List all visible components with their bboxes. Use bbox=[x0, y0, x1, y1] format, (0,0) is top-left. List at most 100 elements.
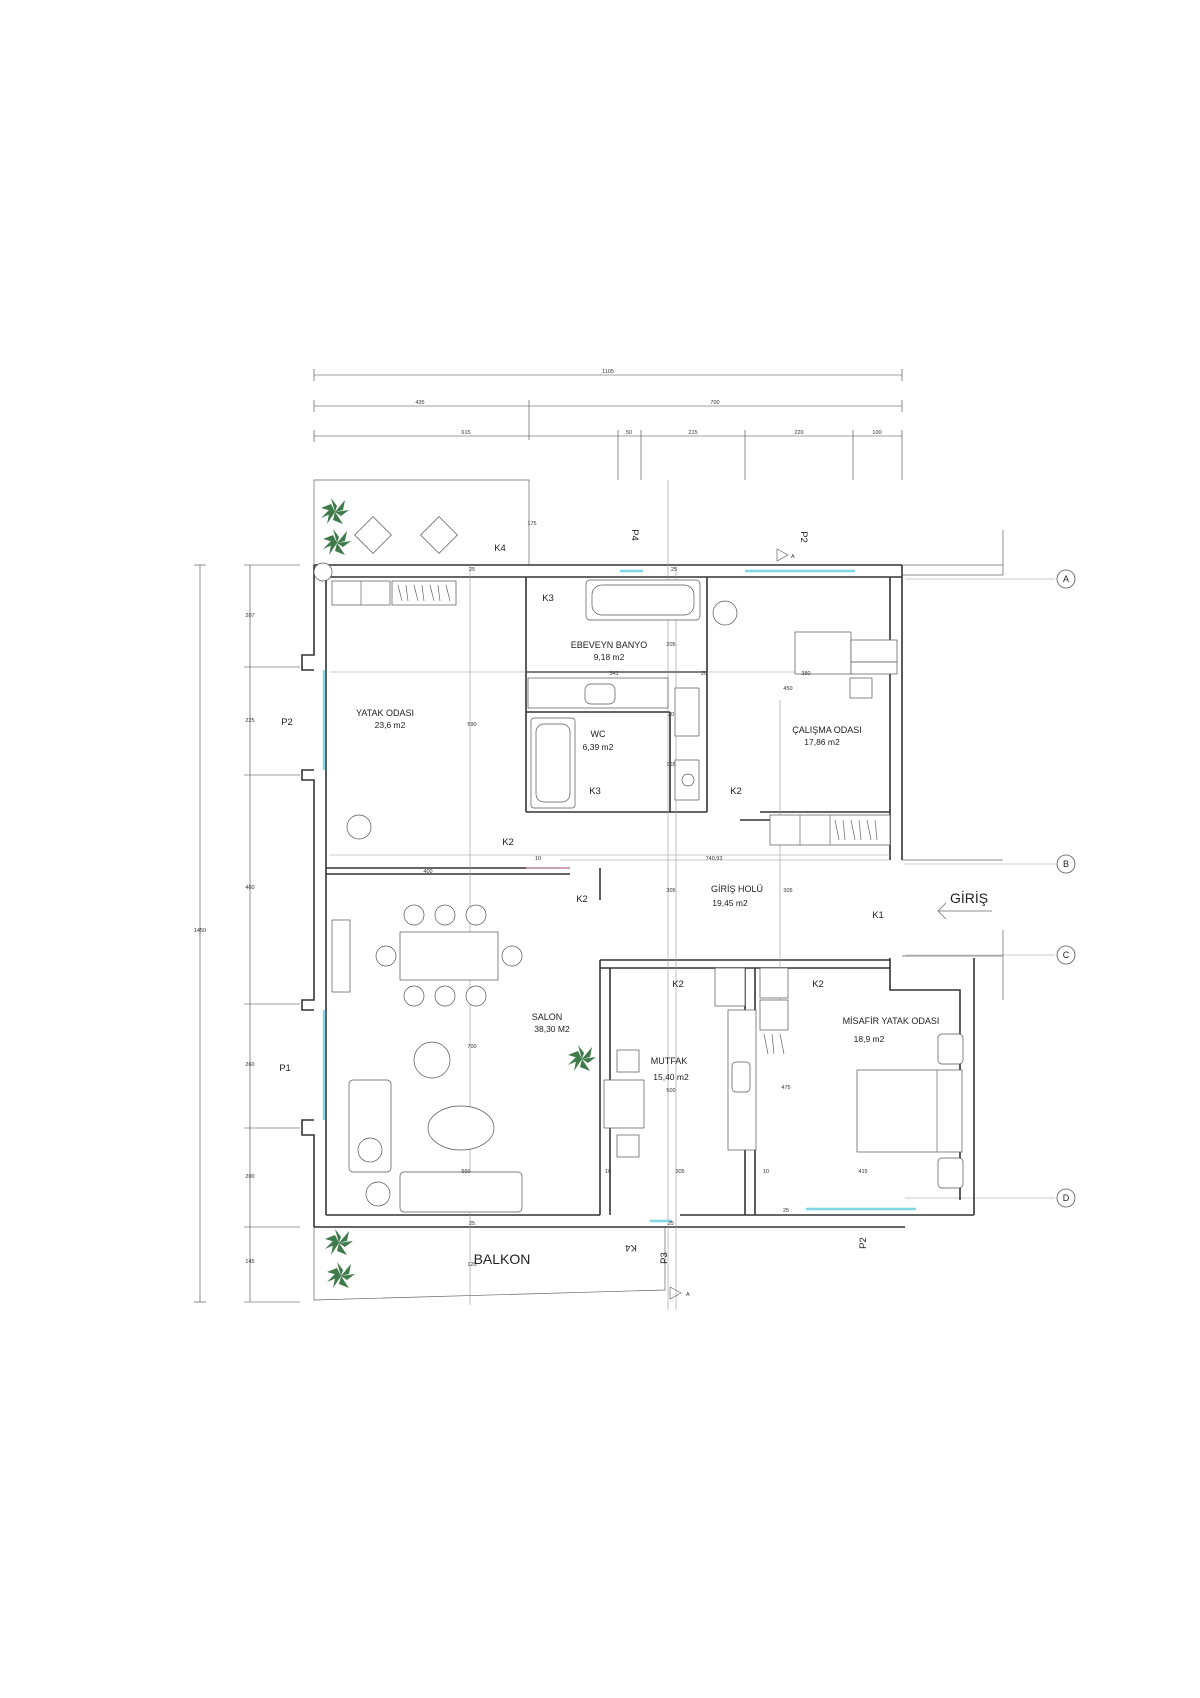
room-area-wc: 6,39 m2 bbox=[583, 742, 614, 752]
dim-475: 475 bbox=[781, 1085, 790, 1091]
dim-205: 205 bbox=[666, 642, 675, 648]
lounge-chair-right bbox=[420, 516, 458, 554]
sofa-bottom bbox=[399, 1171, 523, 1213]
dim-25-e: 25 bbox=[783, 1208, 789, 1214]
dim-20: 20 bbox=[701, 671, 707, 677]
dim-550: 550 bbox=[461, 1169, 470, 1175]
dim-100: 100 bbox=[872, 430, 881, 436]
dim-305-a: 305 bbox=[666, 888, 675, 894]
dim-341: 341 bbox=[609, 671, 618, 677]
dim-435: 435 bbox=[415, 400, 424, 406]
dim-25-c: 25 bbox=[469, 1221, 475, 1227]
grid-axes: A B C D bbox=[905, 569, 1076, 1208]
dim-overall-width: 1105 bbox=[602, 369, 614, 375]
kitchen-island bbox=[603, 1079, 645, 1129]
dim-500: 500 bbox=[666, 1088, 675, 1094]
kitchen-furniture bbox=[603, 967, 789, 1158]
plant-icon bbox=[321, 498, 349, 524]
grid-bubble-c bbox=[1056, 945, 1076, 965]
bedroom-furniture bbox=[313, 562, 457, 840]
room-name-hol: GİRİŞ HOLÜ bbox=[711, 884, 763, 894]
door-tag-k2-wc: K2 bbox=[730, 786, 742, 797]
room-area-yatak: 23,6 m2 bbox=[375, 720, 406, 730]
room-area-banyo: 9,18 m2 bbox=[594, 652, 625, 662]
study-furniture bbox=[712, 600, 898, 846]
interior-dimensions: 25 25 175 341 380 205 590 450 20 165 20 … bbox=[423, 521, 867, 1268]
dim-165: 165 bbox=[666, 762, 675, 768]
entrance-label: GİRİŞ bbox=[950, 889, 988, 906]
console bbox=[331, 919, 351, 993]
bathroom-fixtures bbox=[527, 579, 701, 809]
window-tag-p2-left: P2 bbox=[281, 717, 293, 728]
guest-room-furniture bbox=[856, 1033, 964, 1189]
dim-260: 260 bbox=[245, 1062, 254, 1068]
dim-145: 145 bbox=[245, 1259, 254, 1265]
study-desk bbox=[794, 631, 852, 675]
room-name-balkon: BALKON bbox=[474, 1251, 531, 1267]
dining-table bbox=[399, 931, 499, 981]
sink bbox=[584, 683, 616, 705]
dim-380: 380 bbox=[801, 671, 810, 677]
room-area-calisma: 17,86 m2 bbox=[804, 737, 840, 747]
room-name-calisma: ÇALIŞMA ODASI bbox=[792, 725, 862, 735]
room-area-misafir: 18,9 m2 bbox=[854, 1034, 885, 1044]
terrace-seating bbox=[354, 516, 458, 554]
grid-label-d: D bbox=[1063, 1193, 1070, 1203]
door-tag-k4-bottom: K4 bbox=[625, 1242, 637, 1253]
plant-icon bbox=[323, 529, 351, 555]
dim-20b: 20 bbox=[668, 712, 674, 718]
window-tag-p2-top: P2 bbox=[798, 531, 809, 543]
dim-10: 10 bbox=[535, 856, 541, 862]
room-name-salon: SALON bbox=[532, 1012, 563, 1022]
dim-25-d: 25 bbox=[668, 1221, 674, 1227]
room-labels: YATAK ODASI 23,6 m2 EBEVEYN BANYO 9,18 m… bbox=[356, 640, 939, 1267]
fridge bbox=[714, 967, 746, 1007]
dim-200: 200 bbox=[245, 1174, 254, 1180]
door-tag-k2-mutfak: K2 bbox=[672, 979, 684, 990]
door-tag-k3-wc: K3 bbox=[589, 786, 601, 797]
door-tag-k3-banyo: K3 bbox=[542, 593, 554, 604]
living-room-furniture bbox=[331, 904, 523, 1213]
armchair bbox=[413, 1041, 451, 1079]
kitchen-sink bbox=[731, 1061, 751, 1093]
windows bbox=[322, 569, 916, 1223]
dim-700-top: 700 bbox=[710, 400, 719, 406]
room-area-mutfak: 15,40 m2 bbox=[653, 1072, 689, 1082]
dim-10b: 10 bbox=[605, 1169, 611, 1175]
dim-305-b: 305 bbox=[783, 888, 792, 894]
plant-icon bbox=[325, 1229, 353, 1255]
dim-460: 460 bbox=[245, 885, 254, 891]
door-tag-k2-salon: K2 bbox=[576, 894, 588, 905]
dim-700: 700 bbox=[467, 1044, 476, 1050]
study-chair bbox=[849, 677, 873, 699]
window-tags: P4 P2 P2 P1 P3 P2 bbox=[279, 529, 869, 1264]
plant-icon bbox=[568, 1045, 596, 1071]
dim-175: 175 bbox=[527, 521, 536, 527]
wc-toilet bbox=[674, 687, 700, 737]
room-name-yatak: YATAK ODASI bbox=[356, 708, 414, 718]
dim-overall-height: 1450 bbox=[194, 928, 206, 934]
kitchen-stool bbox=[616, 1049, 640, 1073]
lounge-chair-left bbox=[354, 516, 392, 554]
top-dimension-chains: 1105 435 700 615 50 215 220 100 bbox=[313, 369, 903, 480]
door-tag-k4-top: K4 bbox=[494, 543, 506, 554]
door-tag-k1-giris: K1 bbox=[872, 910, 884, 921]
window-tag-p2-bottom: P2 bbox=[858, 1237, 869, 1249]
grid-label-b: B bbox=[1063, 859, 1069, 869]
dim-590: 590 bbox=[467, 722, 476, 728]
dim-207: 207 bbox=[245, 613, 254, 619]
dim-225: 225 bbox=[245, 718, 254, 724]
dim-50: 50 bbox=[626, 430, 632, 436]
left-dimension-chains: 1450 207 225 460 260 200 145 bbox=[194, 564, 300, 1303]
plant-icon bbox=[327, 1262, 355, 1288]
grid-bubble-d bbox=[1056, 1188, 1076, 1208]
window-tag-p3-bottom: P3 bbox=[659, 1252, 670, 1264]
terraces bbox=[313, 479, 1004, 1301]
dim-740-93: 740,93 bbox=[706, 856, 723, 862]
grid-bubble-b bbox=[1056, 854, 1076, 874]
room-name-wc: WC bbox=[591, 729, 606, 739]
plants bbox=[321, 498, 596, 1288]
window-tag-p4-top: P4 bbox=[629, 529, 640, 541]
dim-400: 400 bbox=[423, 869, 432, 875]
